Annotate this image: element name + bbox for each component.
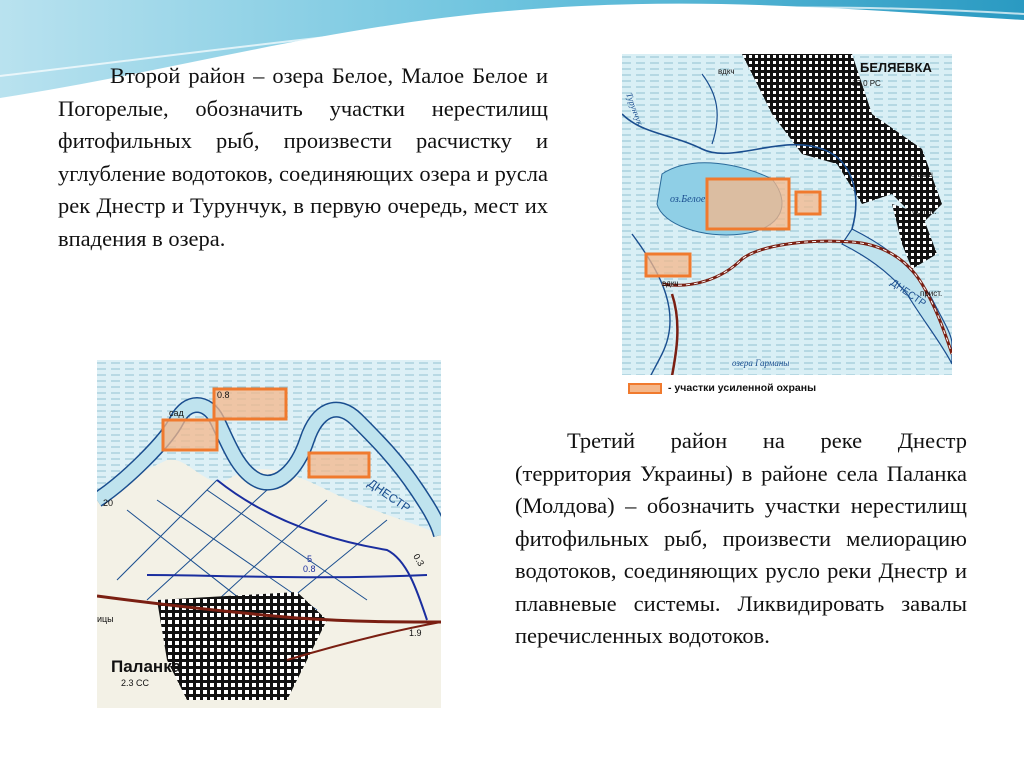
- svg-text:теплиц: теплиц: [907, 170, 933, 179]
- svg-text:1.9: 1.9: [409, 628, 422, 638]
- label-lake-2: озера Гарманы: [732, 358, 789, 368]
- label-town: БЕЛЯЕВКА: [860, 60, 932, 75]
- railway: [661, 239, 952, 355]
- map-belyaevka: БЕЛЯЕВКА 13.0 РС оз.Белое ДНЕСТР Турунчу…: [622, 54, 952, 401]
- protected-zone-2: [794, 190, 822, 216]
- svg-text:20: 20: [103, 498, 113, 508]
- label-town-2: Паланка: [111, 657, 182, 676]
- svg-text:сад: сад: [169, 408, 185, 418]
- svg-text:прист.: прист.: [920, 289, 942, 298]
- map-legend: - участки усиленной охраны: [622, 375, 952, 401]
- paragraph-third-district: Третий район на реке Днестр (территория …: [515, 428, 967, 648]
- protected-zone-4: [161, 418, 219, 452]
- legend-swatch: [628, 382, 662, 394]
- svg-text:5: 5: [307, 554, 312, 564]
- label-lake: оз.Белое: [670, 194, 706, 205]
- protected-zone-6: [307, 451, 371, 479]
- svg-text:ицы: ицы: [97, 614, 114, 624]
- town-palanka: [157, 592, 327, 700]
- svg-text:2.3 СС: 2.3 СС: [121, 678, 150, 688]
- map-palanka: Паланка 2.3 СС ДНЕСТР сад ицы 0.8 1.9 20…: [97, 360, 441, 708]
- svg-text:0.8: 0.8: [217, 390, 230, 400]
- protected-zone-5: [212, 387, 288, 421]
- town-area: [742, 54, 942, 224]
- protected-zone-3: [644, 252, 692, 278]
- legend-text: - участки усиленной охраны: [668, 382, 817, 394]
- svg-text:0.8: 0.8: [303, 564, 316, 574]
- svg-text:13.0 РС: 13.0 РС: [852, 79, 881, 88]
- svg-text:больн.: больн.: [912, 207, 936, 216]
- svg-text:вдкч: вдкч: [662, 279, 679, 288]
- paragraph-second-district: Второй район – озера Белое, Малое Белое …: [58, 63, 548, 251]
- railway-2: [97, 594, 441, 624]
- header-wave: [0, 0, 1024, 110]
- protected-zone-1: [705, 177, 791, 231]
- svg-text:вдкч: вдкч: [718, 67, 735, 76]
